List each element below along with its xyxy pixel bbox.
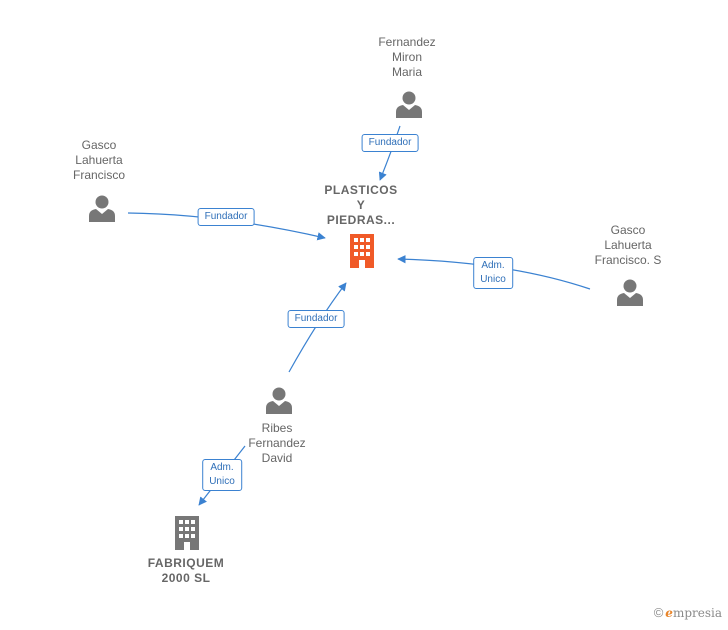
- person-label-fernandez[interactable]: Fernandez Miron Maria: [378, 35, 435, 80]
- empresia-logo: ©empresia: [654, 605, 722, 620]
- label-line: Maria: [391, 65, 422, 79]
- label-line: Ribes: [261, 421, 293, 435]
- edge-label-text: Unico: [209, 476, 235, 487]
- label-line: Francisco. S: [594, 253, 662, 267]
- edge-label-gasco-right-plasticos: Adm. Unico: [473, 257, 513, 289]
- edge-label-gasco-left-plasticos: Fundador: [197, 208, 255, 226]
- label-line: Gasco: [81, 138, 117, 152]
- edge-label-text: Fundador: [294, 313, 338, 324]
- person-label-gasco-right[interactable]: Gasco Lahuerta Francisco. S: [595, 223, 662, 268]
- person-icon[interactable]: [266, 387, 292, 415]
- edge-label-fernandez-plasticos: Fundador: [361, 134, 419, 152]
- brand-name: mpresia: [672, 606, 722, 620]
- label-line: PLASTICOS: [324, 183, 398, 197]
- edge-label-text: Adm.: [481, 260, 505, 271]
- label-line: Lahuerta: [604, 238, 652, 252]
- person-icon[interactable]: [89, 195, 115, 223]
- edge-label-text: Fundador: [368, 137, 412, 148]
- label-line: David: [261, 451, 293, 465]
- label-line: FABRIQUEM: [147, 556, 225, 570]
- label-line: 2000 SL: [161, 571, 211, 585]
- edge-label-text: Fundador: [204, 211, 248, 222]
- copyright-icon: ©: [653, 605, 664, 620]
- edge-label-text: Unico: [480, 274, 506, 285]
- person-icon[interactable]: [617, 279, 643, 307]
- building-icon[interactable]: [350, 234, 374, 268]
- company-label-plasticos[interactable]: PLASTICOS Y PIEDRAS...: [324, 183, 397, 228]
- label-line: Gasco: [610, 223, 646, 237]
- label-line: Fernandez: [248, 436, 306, 450]
- person-icon[interactable]: [396, 91, 422, 119]
- label-line: Francisco: [72, 168, 126, 182]
- label-line: Miron: [391, 50, 422, 64]
- label-line: Y: [356, 198, 366, 212]
- label-line: Lahuerta: [75, 153, 123, 167]
- company-label-fabriquem[interactable]: FABRIQUEM 2000 SL: [148, 556, 225, 586]
- label-line: Fernandez: [378, 35, 436, 49]
- label-line: PIEDRAS...: [326, 213, 396, 227]
- building-icon[interactable]: [175, 516, 199, 550]
- edge-label-ribes-plasticos: Fundador: [287, 310, 345, 328]
- edge-label-text: Adm.: [210, 462, 234, 473]
- person-label-ribes[interactable]: Ribes Fernandez David: [248, 421, 305, 466]
- person-label-gasco-left[interactable]: Gasco Lahuerta Francisco: [73, 138, 125, 183]
- edge-label-ribes-fabriquem: Adm. Unico: [202, 459, 242, 491]
- brand-initial: e: [665, 606, 673, 620]
